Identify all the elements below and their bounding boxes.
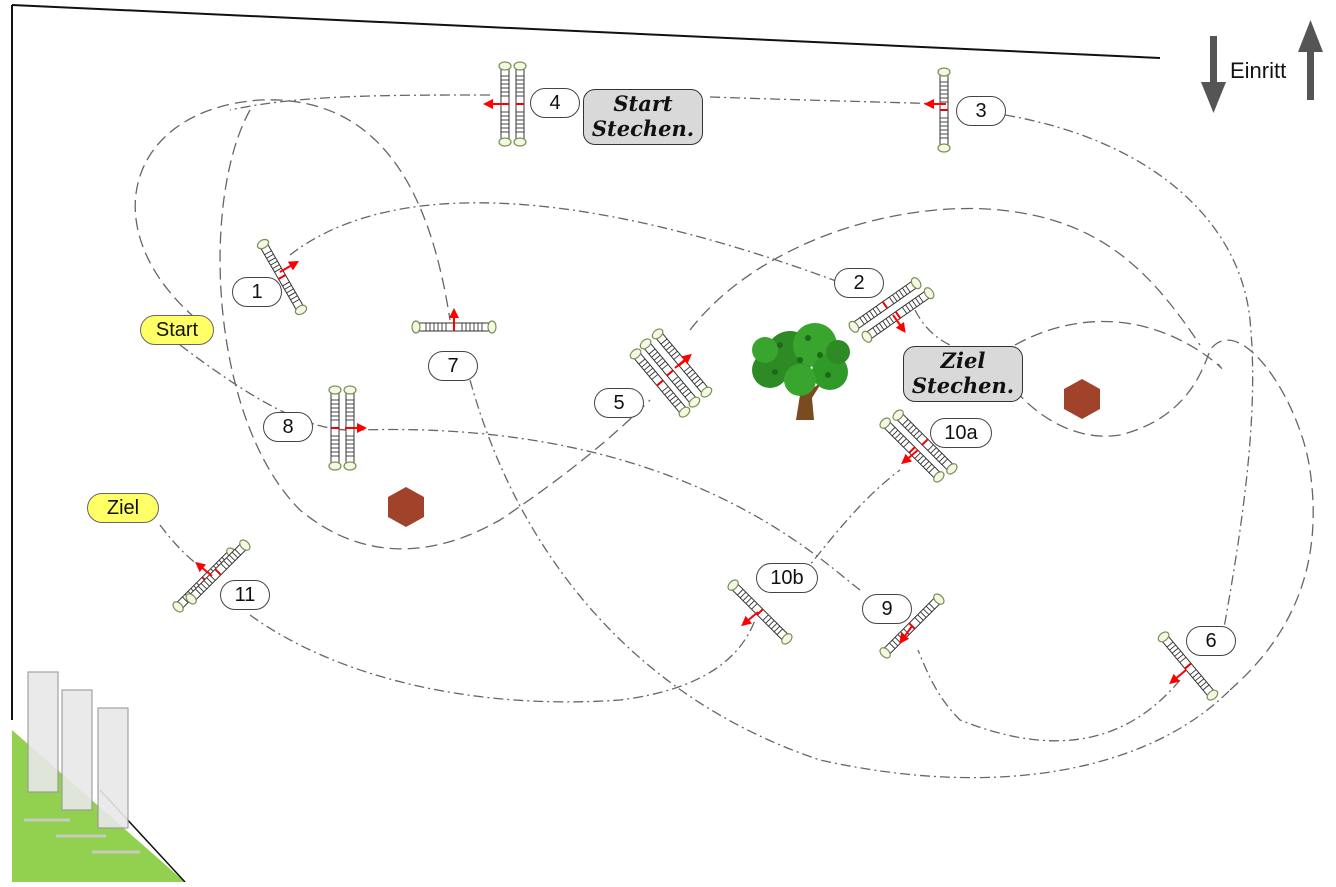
arena-fence-top	[11, 4, 1161, 59]
jump-7	[411, 307, 497, 334]
jump-number-3: 3	[956, 96, 1006, 126]
jump-off-finish-line2: Stechen.	[911, 373, 1015, 398]
jump-number-10a: 10a	[930, 418, 992, 448]
start-banner: Start	[140, 315, 214, 345]
jump-number-6: 6	[1186, 626, 1236, 656]
jump-off-line	[134, 99, 1314, 691]
course-line	[159, 94, 1254, 779]
jump-number-8: 8	[263, 412, 313, 442]
entry-arrows-icon	[1201, 20, 1323, 113]
tree-icon	[752, 323, 850, 420]
flags-icon	[24, 671, 140, 854]
jump-number-4: 4	[530, 88, 580, 118]
jump-number-10b: 10b	[756, 563, 818, 593]
jump-off-finish-line1: Ziel	[940, 348, 986, 373]
jump-off-start-line1: Start	[613, 91, 673, 116]
jump-8	[328, 385, 368, 471]
jump-number-5: 5	[594, 388, 644, 418]
hexagon-obstacle	[1064, 379, 1100, 419]
jump-3	[923, 67, 951, 153]
jump-number-11: 11	[220, 580, 270, 610]
jump-off-start-line2: Stechen.	[591, 116, 695, 141]
entry-label: Einritt	[1230, 58, 1287, 83]
jump-off-finish-box: Ziel Stechen.	[903, 346, 1023, 402]
jump-number-2: 2	[834, 268, 884, 298]
jump-4	[482, 61, 527, 147]
jump-number-7: 7	[428, 351, 478, 381]
finish-banner: Ziel	[87, 493, 159, 523]
jump-number-9: 9	[862, 594, 912, 624]
hexagon-obstacle	[388, 487, 424, 527]
jump-number-1: 1	[232, 277, 282, 307]
jump-off-start-box: Start Stechen.	[583, 89, 703, 145]
